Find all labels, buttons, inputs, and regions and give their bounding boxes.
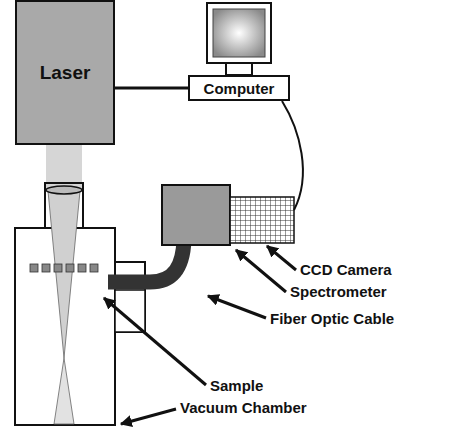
part-label: Fiber Optic Cable	[270, 310, 394, 328]
beam-diverging	[54, 358, 74, 424]
part-label: CCD Camera	[300, 261, 392, 279]
part-label: Sample	[210, 377, 263, 395]
monitor-frame	[207, 3, 271, 63]
monitor-stand	[226, 63, 252, 75]
camera-cable	[282, 101, 303, 210]
laser-beam	[46, 145, 82, 185]
laser-box: Laser	[15, 0, 115, 145]
focusing-lens	[46, 186, 82, 194]
leader-arrows	[104, 246, 296, 424]
monitor-screen	[213, 9, 265, 57]
ccd-camera	[230, 197, 294, 243]
part-label: Spectrometer	[290, 283, 387, 301]
part-label: Vacuum Chamber	[180, 399, 307, 417]
spectrometer-box	[162, 185, 230, 245]
computer-box: Computer	[188, 75, 290, 101]
node-label: Laser	[40, 62, 91, 84]
fiber-optic-cable	[108, 240, 184, 282]
node-label: Computer	[204, 80, 275, 97]
connector-line	[115, 87, 188, 90]
beam-cone	[48, 191, 80, 358]
sample-row	[30, 264, 98, 272]
